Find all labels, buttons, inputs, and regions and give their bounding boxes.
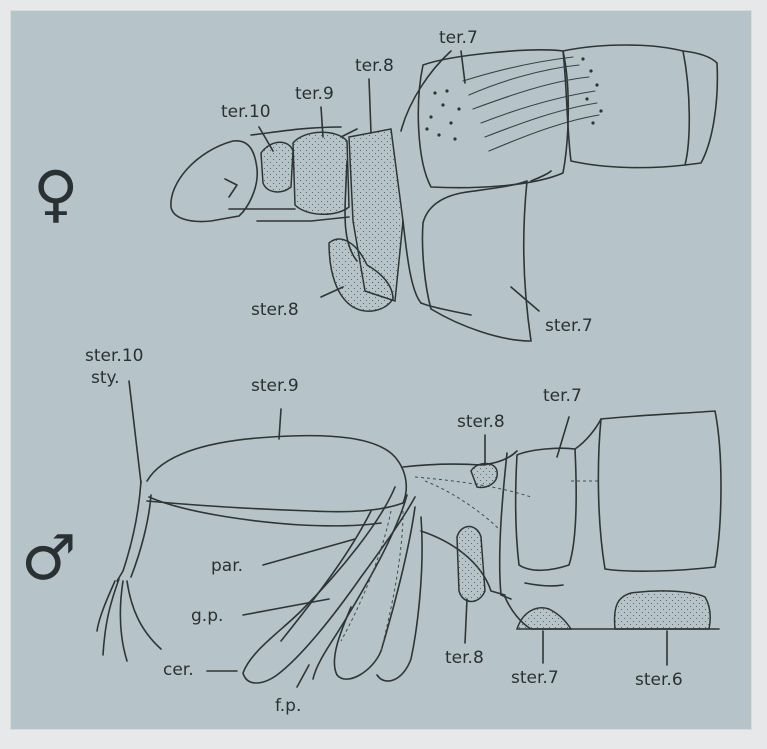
female-ter7-setae [463, 57, 599, 151]
female-ventral-outline [421, 171, 551, 315]
label-female-ter10: ter.10 [221, 102, 271, 122]
label-male-ter7: ter.7 [543, 386, 582, 406]
label-male-ter8: ter.8 [445, 648, 484, 668]
male-stylus [117, 481, 151, 581]
label-female-ter7: ter.7 [439, 28, 478, 48]
male-ter8-sclerite [457, 527, 485, 602]
female-ter9-sclerite [293, 132, 349, 214]
female-ter10-sclerite [261, 142, 293, 192]
male-ter6-sclerite [598, 411, 721, 571]
label-male-cer: cer. [163, 660, 194, 680]
female-ster7-sclerite [422, 181, 531, 341]
label-male-par: par. [211, 556, 243, 576]
abdomen-diagram-svg: ♀ ter.10 ter.9 ter.8 ter.7 ster.8 ster.7 [11, 11, 751, 729]
label-female-ster8: ster.8 [251, 300, 299, 320]
label-male-ster6: ster.6 [635, 670, 683, 690]
male-small-mark [525, 583, 563, 586]
label-male-gp: g.p. [191, 606, 223, 626]
female-symbol: ♀ [33, 157, 78, 230]
label-male-ster7: ster.7 [511, 668, 559, 688]
male-ter7-sclerite [516, 448, 576, 570]
abdomen-diagram-figure: ♀ ter.10 ter.9 ter.8 ter.7 ster.8 ster.7 [10, 10, 752, 730]
label-male-ster8: ster.8 [457, 412, 505, 432]
label-male-fp: f.p. [275, 696, 301, 716]
label-male-sty: sty. [91, 368, 120, 388]
label-male-ster10: ster.10 [85, 346, 143, 366]
male-symbol: ♂ [21, 521, 77, 594]
male-dorsal-outline [575, 419, 601, 449]
label-female-ster7: ster.7 [545, 316, 593, 336]
female-abdomen [171, 45, 717, 341]
male-seg7-outline [500, 453, 511, 599]
male-stylus-bristles [97, 579, 161, 661]
male-body-dorsal [403, 451, 517, 467]
male-leader-lines [129, 381, 667, 687]
male-ster7-sclerite [517, 608, 571, 629]
label-female-ter8: ter.8 [355, 56, 394, 76]
female-ter7-pits [425, 57, 602, 140]
label-female-ter9: ter.9 [295, 84, 334, 104]
label-male-ster9: ster.9 [251, 376, 299, 396]
male-ster6-sclerite [615, 591, 711, 629]
male-ster9-capsule [147, 436, 406, 512]
male-abdomen [97, 411, 721, 683]
female-tip-notch [225, 179, 237, 197]
